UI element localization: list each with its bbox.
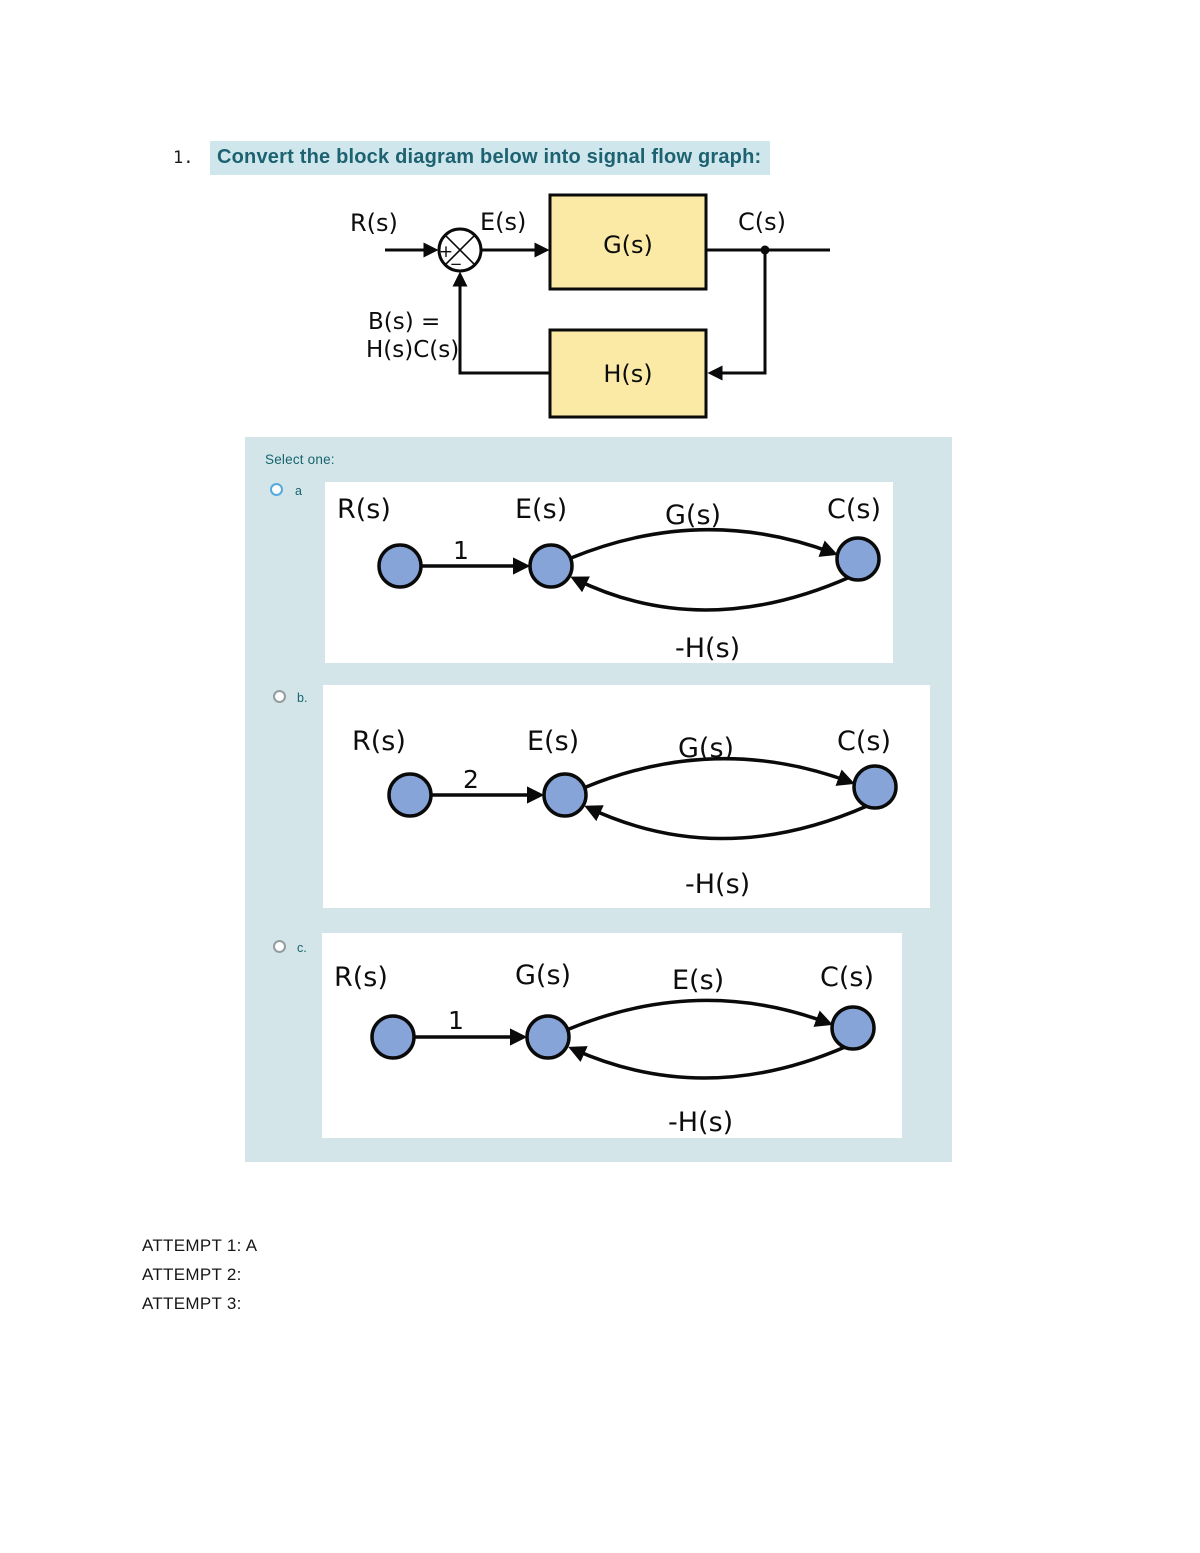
middle-node — [528, 543, 574, 589]
option-a-signal-flow-graph: R(s) E(s) G(s) C(s) 1 -H(s) — [337, 494, 881, 664]
bd-feedback-signal-line2: H(s)C(s) — [366, 337, 459, 363]
answer-panel: Select one: a R(s) E(s) G(s) C(s) 1 -H(s… — [245, 437, 952, 1162]
question-number: 1. — [173, 148, 194, 168]
input-node — [377, 543, 423, 589]
edge-label: -H(s) — [668, 1107, 733, 1138]
select-one-prompt: Select one: — [265, 452, 335, 467]
bd-feedback-signal-line1: B(s) = — [368, 309, 440, 335]
option-a-key: a — [295, 484, 302, 498]
edge-label: G(s) — [665, 500, 721, 531]
radio-option-a[interactable] — [270, 483, 283, 496]
node-label: E(s) — [515, 494, 567, 525]
output-node — [830, 1005, 876, 1051]
attempts-section: ATTEMPT 1: A ATTEMPT 2: ATTEMPT 3: — [142, 1236, 257, 1323]
middle-node — [542, 772, 588, 818]
bd-feedback-tap-arrow — [707, 250, 767, 381]
option-b-key: b. — [297, 691, 308, 705]
bd-forward-block-label: G(s) — [603, 231, 653, 259]
output-node — [852, 764, 898, 810]
option-c-graph-box: R(s) G(s) E(s) C(s) 1 -H(s) — [322, 933, 902, 1138]
input-node — [387, 772, 433, 818]
gain-label: 1 — [448, 1006, 464, 1035]
attempt-2: ATTEMPT 2: — [142, 1265, 242, 1284]
node-label: C(s) — [827, 494, 881, 525]
bd-feedback-block-label: H(s) — [603, 360, 652, 388]
option-c-signal-flow-graph: R(s) G(s) E(s) C(s) 1 -H(s) — [334, 960, 876, 1138]
input-node — [370, 1014, 416, 1060]
forward-edge — [568, 998, 833, 1031]
forward-edge — [570, 527, 838, 560]
bd-output-label: C(s) — [738, 208, 786, 236]
bd-sum-plus-sign: + — [439, 242, 453, 262]
node-label: R(s) — [337, 494, 391, 525]
gain-label: 2 — [463, 765, 479, 794]
option-a-graph-box: R(s) E(s) G(s) C(s) 1 -H(s) — [325, 482, 893, 664]
node-label: R(s) — [352, 726, 406, 757]
bd-input-label: R(s) — [350, 209, 398, 237]
forward-edge — [585, 756, 855, 789]
radio-option-c[interactable] — [273, 940, 286, 953]
bd-sum-cross-line — [444, 234, 476, 266]
bd-feedback-block — [548, 328, 708, 419]
question-title: Convert the block diagram below into sig… — [210, 141, 771, 175]
feedback-edge — [584, 804, 868, 841]
node-label: G(s) — [515, 960, 571, 991]
output-node — [835, 536, 881, 582]
gain-label: 1 — [453, 536, 469, 565]
bd-forward-block — [548, 193, 708, 291]
node-label: C(s) — [820, 962, 874, 993]
attempt-3: ATTEMPT 3: — [142, 1294, 242, 1313]
option-c-key: c. — [297, 941, 307, 955]
edge-label: -H(s) — [685, 869, 750, 900]
feedback-edge — [568, 1045, 846, 1080]
bd-feedback-return-arrow — [452, 271, 550, 375]
bd-sum-minus-sign: − — [450, 255, 463, 273]
middle-node — [525, 1014, 571, 1060]
option-b-signal-flow-graph: R(s) E(s) G(s) C(s) 2 -H(s) — [352, 726, 898, 900]
node-label: R(s) — [334, 962, 388, 993]
block-diagram: R(s) E(s) C(s) + − G(s) H(s) B(s) = H(s)… — [350, 193, 830, 419]
node-label: E(s) — [527, 726, 579, 757]
bd-error-label: E(s) — [480, 208, 526, 236]
option-b-graph-box: R(s) E(s) G(s) C(s) 2 -H(s) — [323, 685, 930, 908]
attempt-1: ATTEMPT 1: A — [142, 1236, 258, 1255]
edge-label: -H(s) — [675, 633, 740, 663]
feedback-edge — [570, 575, 851, 612]
radio-option-b[interactable] — [273, 690, 286, 703]
node-label: C(s) — [837, 726, 891, 757]
edge-label: E(s) — [672, 965, 724, 996]
